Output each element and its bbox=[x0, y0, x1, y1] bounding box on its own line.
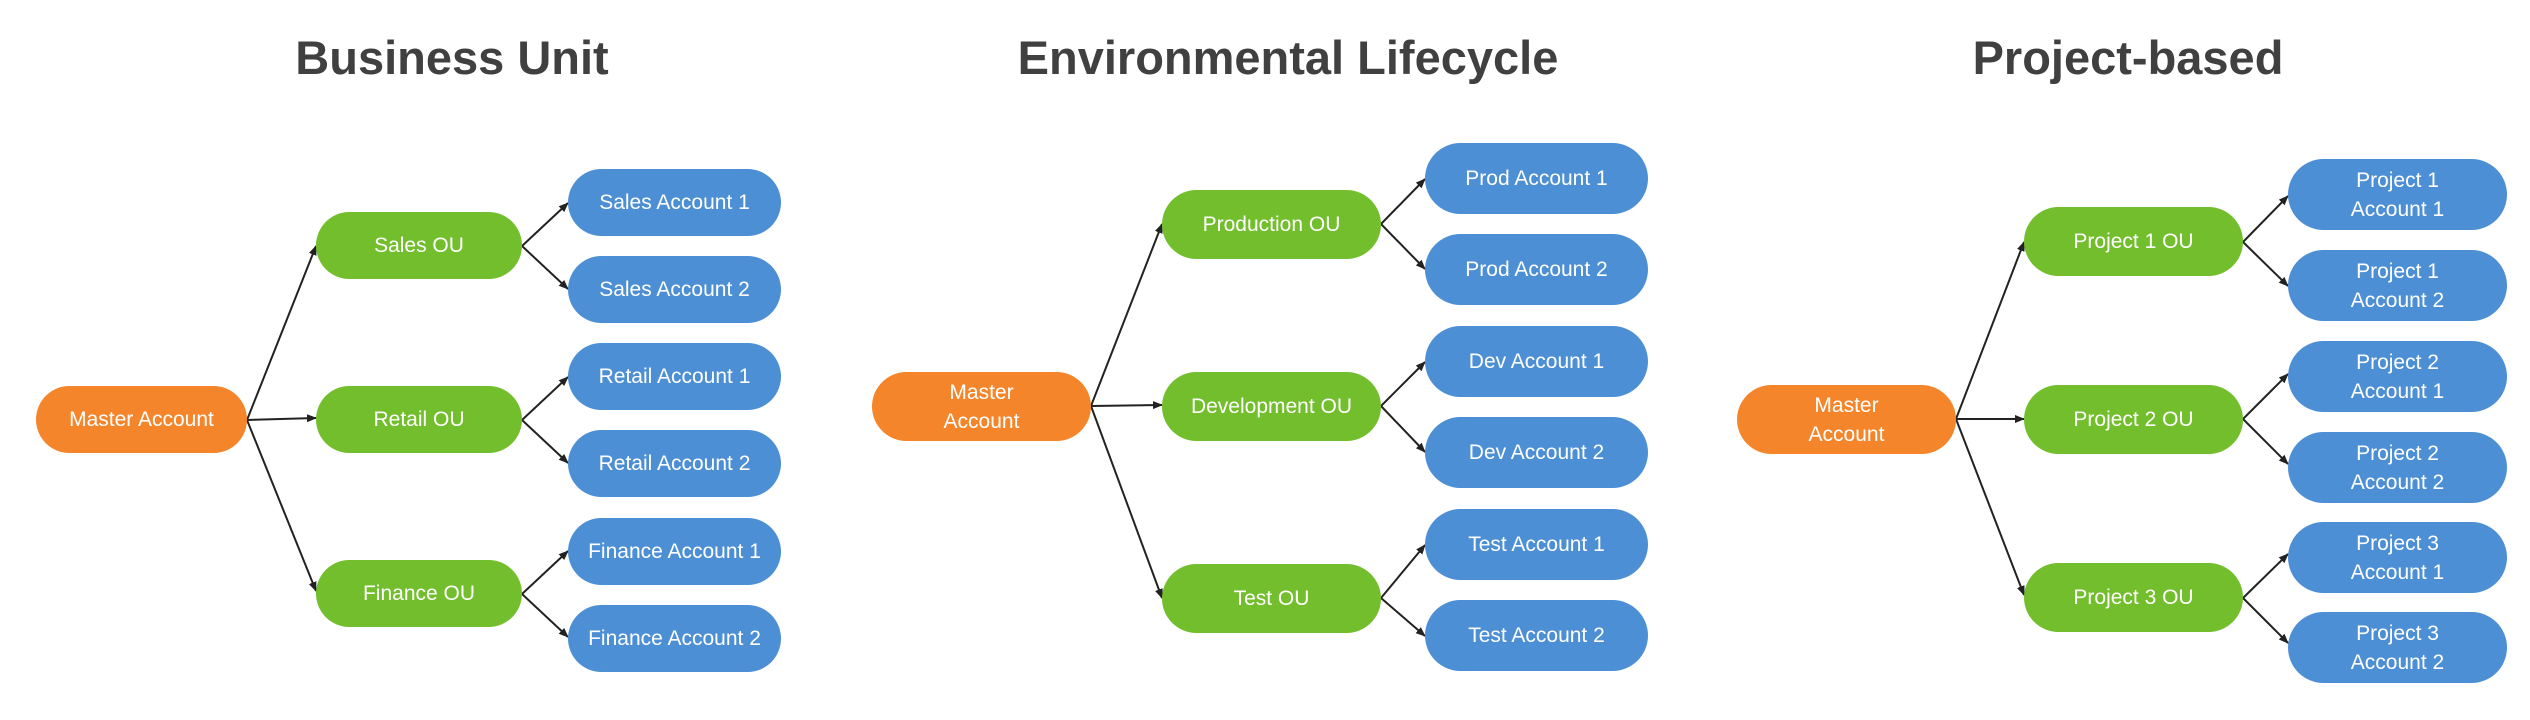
project-based-project-1-account-1[interactable]: Project 1 Account 1 bbox=[2288, 159, 2507, 230]
arrow-project-2-ou-to-account-1 bbox=[2242, 373, 2289, 420]
arrow-master-to-retail-ou bbox=[246, 414, 317, 423]
environmental-lifecycle-test-ou[interactable]: Test OU bbox=[1162, 564, 1381, 633]
diagram-title-environmental-lifecycle: Environmental Lifecycle bbox=[1017, 31, 1559, 84]
environmental-lifecycle-development-ou[interactable]: Development OU bbox=[1162, 372, 1381, 441]
arrow-test-ou-to-account-2 bbox=[1380, 597, 1426, 637]
arrow-project-3-ou-to-account-1 bbox=[2242, 553, 2289, 599]
arrow-sales-ou-to-account-2 bbox=[521, 245, 569, 290]
arrow-master-to-production-ou bbox=[1090, 223, 1163, 407]
diagram-title-project-based: Project-based bbox=[1972, 31, 2284, 84]
business-unit-finance-account-1[interactable]: Finance Account 1 bbox=[568, 518, 781, 585]
business-unit-retail-ou[interactable]: Retail OU bbox=[316, 386, 522, 453]
project-based-project-3-account-2[interactable]: Project 3 Account 2 bbox=[2288, 612, 2507, 683]
project-based-project-2-account-2[interactable]: Project 2 Account 2 bbox=[2288, 432, 2507, 503]
business-unit-sales-account-2[interactable]: Sales Account 2 bbox=[568, 256, 781, 323]
arrow-retail-ou-to-account-1 bbox=[521, 376, 569, 421]
arrow-project-1-ou-to-account-2 bbox=[2242, 241, 2289, 287]
diagram-title-business-unit: Business Unit bbox=[295, 31, 609, 84]
arrow-master-to-finance-ou bbox=[246, 419, 317, 592]
arrow-master-to-project-3-ou bbox=[1955, 418, 2025, 596]
environmental-lifecycle-test-account-1[interactable]: Test Account 1 bbox=[1425, 509, 1648, 580]
project-based-project-3-ou[interactable]: Project 3 OU bbox=[2024, 563, 2243, 632]
arrow-test-ou-to-account-1 bbox=[1380, 544, 1426, 599]
business-unit-retail-account-1[interactable]: Retail Account 1 bbox=[568, 343, 781, 410]
project-based-master-account[interactable]: Master Account bbox=[1737, 385, 1956, 454]
arrow-master-to-sales-ou bbox=[246, 245, 317, 421]
business-unit-master-account[interactable]: Master Account bbox=[36, 386, 247, 453]
project-based-project-1-account-2[interactable]: Project 1 Account 2 bbox=[2288, 250, 2507, 321]
arrow-project-2-ou-to-account-2 bbox=[2242, 418, 2289, 465]
business-unit-finance-account-2[interactable]: Finance Account 2 bbox=[568, 605, 781, 672]
business-unit-sales-account-1[interactable]: Sales Account 1 bbox=[568, 169, 781, 236]
arrow-retail-ou-to-account-2 bbox=[521, 419, 569, 464]
arrow-finance-ou-to-account-1 bbox=[521, 550, 569, 595]
environmental-lifecycle-production-ou[interactable]: Production OU bbox=[1162, 190, 1381, 259]
environmental-lifecycle-prod-account-2[interactable]: Prod Account 2 bbox=[1425, 234, 1648, 305]
business-unit-retail-account-2[interactable]: Retail Account 2 bbox=[568, 430, 781, 497]
environmental-lifecycle-dev-account-1[interactable]: Dev Account 1 bbox=[1425, 326, 1648, 397]
project-based-project-2-ou[interactable]: Project 2 OU bbox=[2024, 385, 2243, 454]
arrow-master-to-test-ou bbox=[1090, 405, 1163, 599]
arrow-development-ou-to-account-2 bbox=[1380, 405, 1426, 453]
business-unit-finance-ou[interactable]: Finance OU bbox=[316, 560, 522, 627]
project-based-project-2-account-1[interactable]: Project 2 Account 1 bbox=[2288, 341, 2507, 412]
environmental-lifecycle-master-account[interactable]: Master Account bbox=[872, 372, 1091, 441]
environmental-lifecycle-test-account-2[interactable]: Test Account 2 bbox=[1425, 600, 1648, 671]
arrow-project-3-ou-to-account-2 bbox=[2242, 597, 2289, 644]
environmental-lifecycle-prod-account-1[interactable]: Prod Account 1 bbox=[1425, 143, 1648, 214]
arrow-master-to-development-ou bbox=[1090, 401, 1163, 410]
environmental-lifecycle-dev-account-2[interactable]: Dev Account 2 bbox=[1425, 417, 1648, 488]
arrow-master-to-project-1-ou bbox=[1955, 241, 2025, 420]
business-unit-sales-ou[interactable]: Sales OU bbox=[316, 212, 522, 279]
arrow-production-ou-to-account-1 bbox=[1380, 178, 1426, 225]
arrow-sales-ou-to-account-1 bbox=[521, 202, 569, 247]
arrow-production-ou-to-account-2 bbox=[1380, 223, 1426, 270]
arrow-development-ou-to-account-1 bbox=[1380, 361, 1426, 407]
project-based-project-1-ou[interactable]: Project 1 OU bbox=[2024, 207, 2243, 276]
project-based-project-3-account-1[interactable]: Project 3 Account 1 bbox=[2288, 522, 2507, 593]
arrow-project-1-ou-to-account-1 bbox=[2242, 195, 2289, 243]
arrow-finance-ou-to-account-2 bbox=[521, 593, 569, 638]
